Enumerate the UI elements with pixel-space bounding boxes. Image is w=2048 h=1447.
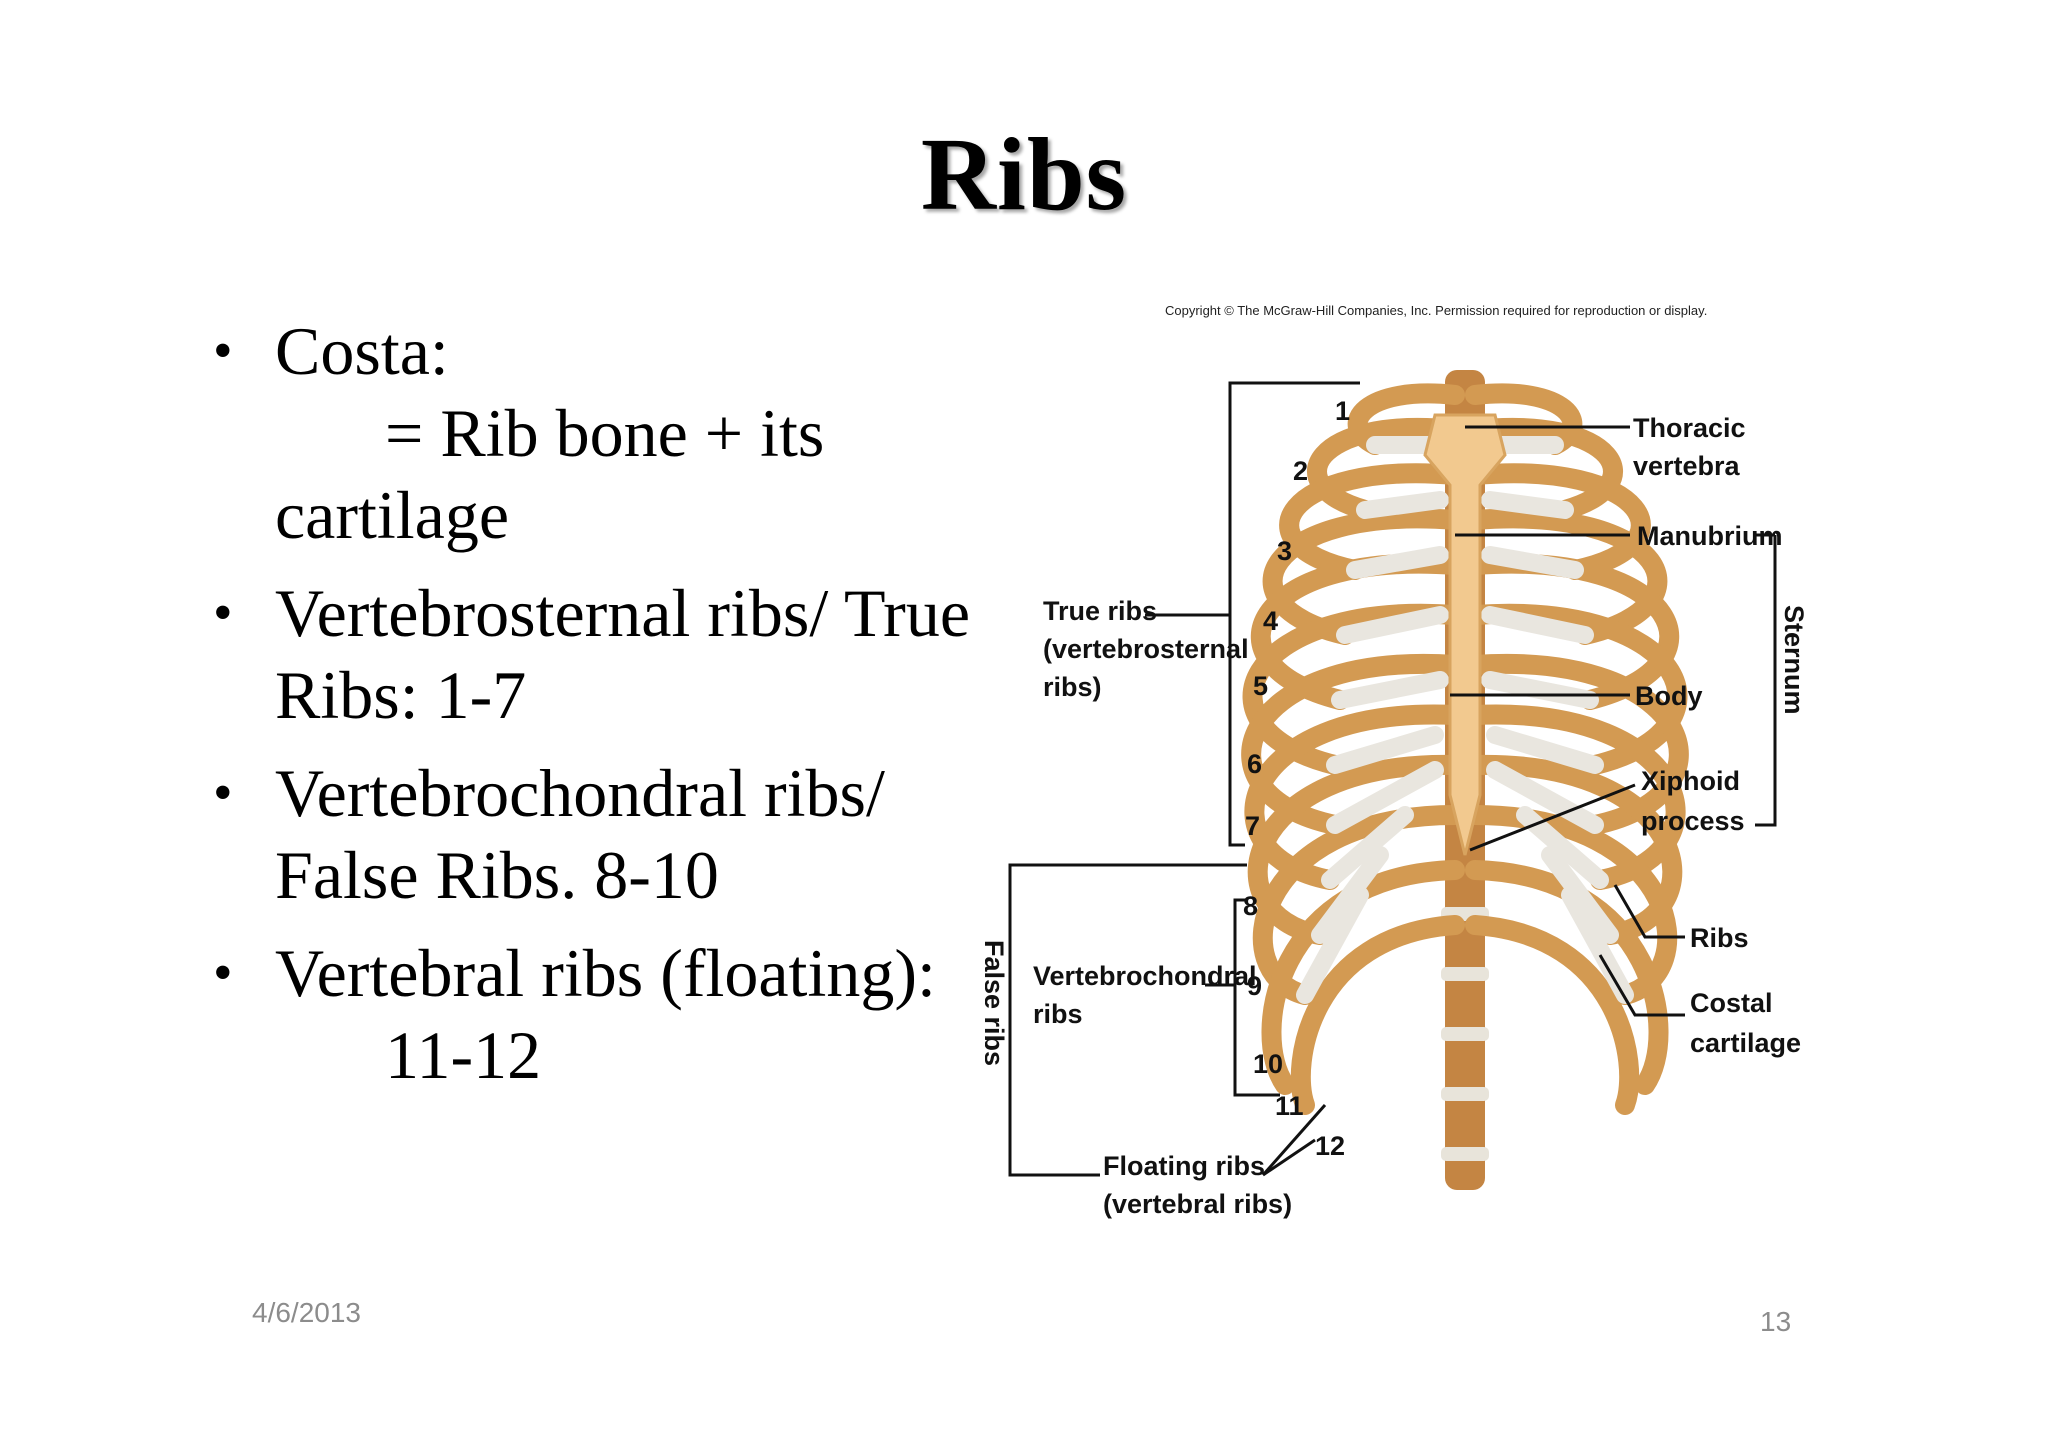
bullet-text: Costa: <box>275 313 449 389</box>
rib-number: 4 <box>1263 606 1278 636</box>
bullet-text: Ribs: 1-7 <box>275 657 527 733</box>
bullet-dot-icon: • <box>213 320 233 382</box>
bullet-dot-icon: • <box>213 582 233 644</box>
costal-cartilages <box>1296 436 1634 1004</box>
label-cartilage: cartilage <box>1690 1028 1801 1058</box>
label-costal: Costal <box>1690 988 1773 1018</box>
rib-cage-diagram: Copyright © The McGraw-Hill Companies, I… <box>979 303 1809 1219</box>
label-manubrium: Manubrium <box>1637 521 1783 551</box>
rib-number: 12 <box>1315 1131 1345 1161</box>
label-leader-lines <box>1008 381 1777 1177</box>
bullet-text: Vertebral ribs (floating): <box>275 935 936 1011</box>
label-vertebrochondral-ribs: ribs <box>1033 999 1083 1029</box>
slide-page-number: 13 <box>1760 1306 1792 1337</box>
bullet-costa: • Costa: = Rib bone + its cartilage <box>205 310 995 556</box>
rib-number: 3 <box>1277 536 1292 566</box>
rib-cage-figure: Copyright © The McGraw-Hill Companies, I… <box>979 295 1845 1240</box>
rib-number: 9 <box>1247 971 1262 1001</box>
label-ribs: Ribs <box>1690 923 1749 953</box>
label-false-ribs: False ribs <box>985 940 1009 1066</box>
rib-number: 8 <box>1243 891 1258 921</box>
sternum-shape <box>1423 413 1507 856</box>
bullet-true-ribs: • Vertebrosternal ribs/ True Ribs: 1-7 <box>205 572 995 736</box>
rib-number: 5 <box>1253 671 1268 701</box>
bullet-text: False Ribs. 8-10 <box>275 837 719 913</box>
label-body: Body <box>1635 681 1703 711</box>
label-sternum: Sternum <box>1779 605 1809 715</box>
rib-number: 10 <box>1253 1049 1283 1079</box>
label-vertebral-ribs: (vertebral ribs) <box>1103 1189 1292 1219</box>
label-vertebra: vertebra <box>1633 451 1741 481</box>
bullet-floating-ribs: • Vertebral ribs (floating): 11-12 <box>205 932 995 1096</box>
label-ribs-paren: ribs) <box>1043 672 1102 702</box>
bullet-dot-icon: • <box>213 942 233 1004</box>
rib-number: 7 <box>1245 811 1260 841</box>
slide-date: 4/6/2013 <box>252 1297 361 1328</box>
slide-title: Ribs <box>920 117 1128 232</box>
label-vertebrochondral: Vertebrochondral <box>1033 961 1257 991</box>
label-true-ribs: True ribs <box>1043 596 1157 626</box>
rib-number: 2 <box>1293 456 1308 486</box>
bullet-list: • Costa: = Rib bone + its cartilage • Ve… <box>205 310 995 1112</box>
bullet-false-ribs: • Vertebrochondral ribs/ False Ribs. 8-1… <box>205 752 995 916</box>
label-process: process <box>1641 806 1745 836</box>
bullet-text: cartilage <box>275 477 510 553</box>
bullet-dot-icon: • <box>213 762 233 824</box>
rib-number: 1 <box>1335 396 1350 426</box>
label-thoracic: Thoracic <box>1633 413 1746 443</box>
label-floating-ribs: Floating ribs <box>1103 1151 1265 1181</box>
bullet-subtext: 11-12 <box>385 1017 542 1093</box>
rib-number: 6 <box>1247 749 1262 779</box>
label-xiphoid: Xiphoid <box>1641 766 1740 796</box>
bullet-subtext: = Rib bone + its <box>385 395 825 471</box>
rib-number-labels: 1 2 3 4 5 6 7 8 9 10 11 12 <box>1243 396 1350 1161</box>
bullet-text: Vertebrochondral ribs/ <box>275 755 885 831</box>
copyright-text: Copyright © The McGraw-Hill Companies, I… <box>1165 303 1707 318</box>
bullet-text: Vertebrosternal ribs/ True <box>275 575 971 651</box>
label-vertebrosternal: (vertebrosternal <box>1043 634 1249 664</box>
